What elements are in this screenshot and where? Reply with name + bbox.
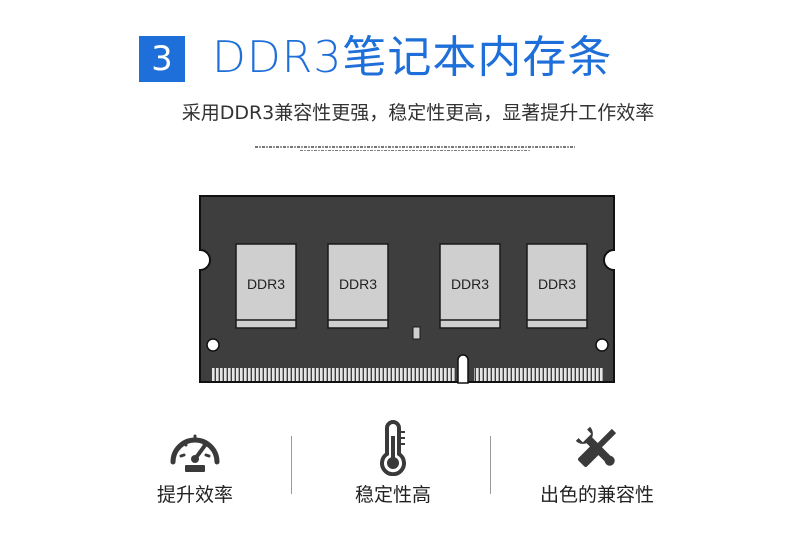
step-badge: 3 bbox=[139, 36, 185, 82]
feature-compatibility: 出色的兼容性 bbox=[507, 420, 687, 508]
ram-pcb bbox=[199, 195, 615, 383]
ram-mounting-hole bbox=[206, 338, 220, 352]
ram-module-illustration: DDR3 DDR3 DDR3 DDR3 bbox=[192, 190, 622, 390]
feature-divider bbox=[490, 436, 491, 494]
ram-contacts-left bbox=[212, 368, 456, 381]
ram-small-component bbox=[412, 326, 421, 340]
speedometer-icon bbox=[170, 434, 220, 472]
page-title: DDR3笔记本内存条 bbox=[212, 32, 613, 83]
ram-module-svg bbox=[199, 195, 615, 384]
ram-key-notch bbox=[457, 354, 469, 384]
feature-label: 提升效率 bbox=[156, 484, 233, 506]
feature-efficiency: 提升效率 bbox=[105, 420, 285, 508]
thermometer-icon bbox=[380, 420, 406, 476]
fine-print-line bbox=[299, 149, 531, 151]
ram-contacts-right bbox=[474, 368, 604, 381]
fine-print-line bbox=[255, 146, 575, 148]
ram-chip bbox=[439, 243, 501, 329]
feature-divider bbox=[291, 436, 292, 494]
feature-label: 稳定性高 bbox=[354, 484, 431, 506]
wrench-screwdriver-icon bbox=[575, 426, 617, 467]
page-subtitle: 采用DDR3兼容性更强，稳定性更高，显著提升工作效率 bbox=[181, 102, 655, 124]
feature-label: 出色的兼容性 bbox=[539, 484, 654, 506]
ram-chip bbox=[327, 243, 389, 329]
feature-stability: 稳定性高 bbox=[303, 420, 483, 508]
ram-chip bbox=[235, 243, 297, 329]
decorative-fine-print bbox=[255, 144, 575, 158]
ram-mounting-hole bbox=[595, 338, 609, 352]
ram-chip bbox=[526, 243, 588, 329]
